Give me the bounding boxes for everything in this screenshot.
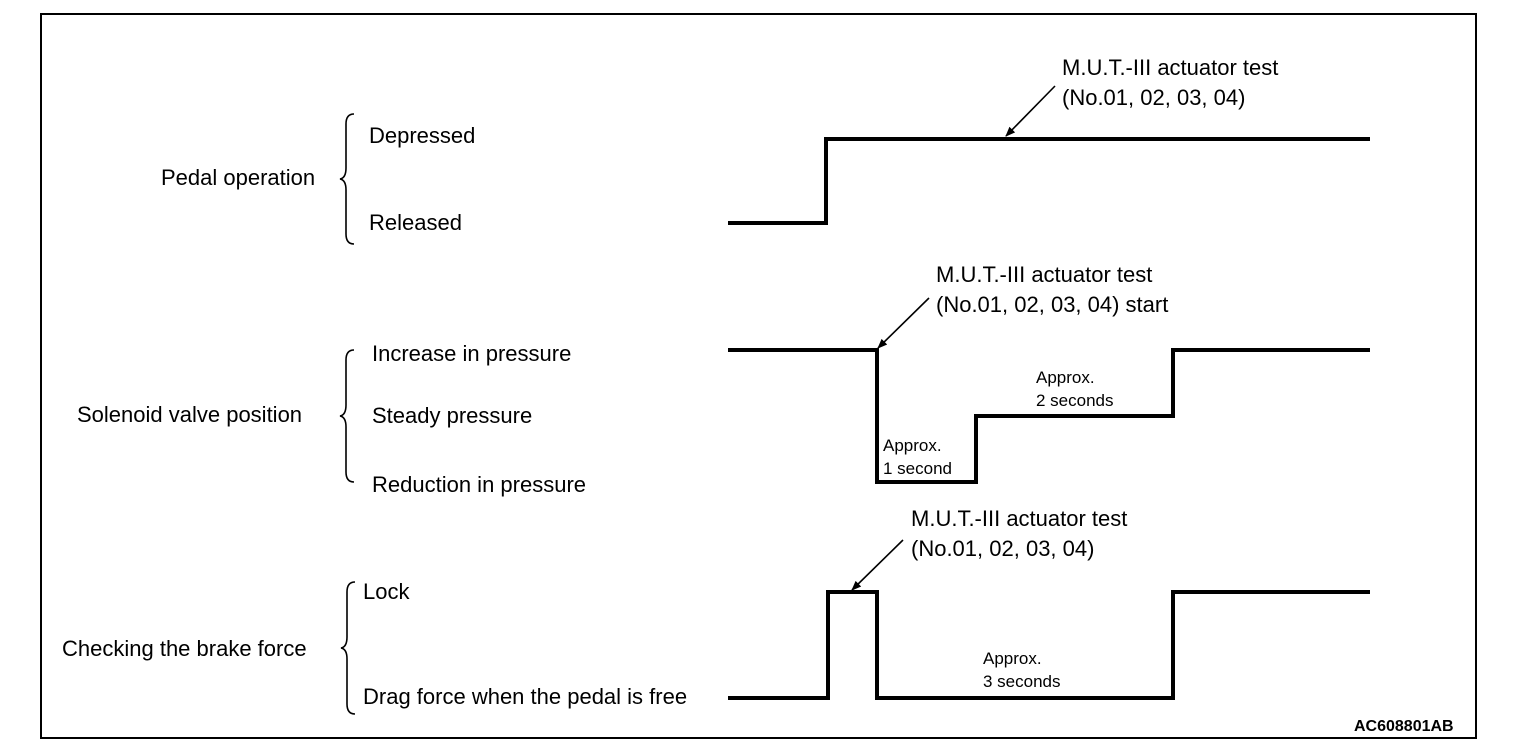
duration-value: 2 seconds — [1036, 391, 1114, 410]
state-depressed: Depressed — [369, 123, 476, 148]
state-reduction-in-pressure: Reduction in pressure — [372, 472, 587, 497]
state-increase-in-pressure: Increase in pressure — [372, 341, 572, 366]
state-steady-pressure: Steady pressure — [372, 403, 533, 428]
solenoid-waveform — [728, 348, 1370, 484]
brake-annotation-arrow — [851, 539, 904, 591]
pedal-operation-label: Pedal operation — [161, 165, 316, 190]
state-drag-force: Drag force when the pedal is free — [363, 684, 688, 709]
state-released: Released — [369, 210, 462, 235]
diagram-code: AC608801AB — [1354, 718, 1454, 735]
pedal-annotation-line1: M.U.T.-III actuator test — [1062, 55, 1279, 80]
pedal-annotation-arrow — [1005, 85, 1056, 137]
solenoid-brace — [339, 349, 355, 483]
solenoid-annotation-line2: (No.01, 02, 03, 04) start — [936, 292, 1169, 317]
pedal-annotation-line2: (No.01, 02, 03, 04) — [1062, 85, 1246, 110]
pedal-waveform — [728, 137, 1370, 225]
duration-approx: Approx. — [983, 649, 1042, 668]
duration-approx: Approx. — [1036, 368, 1095, 387]
solenoid-annotation-arrow — [877, 297, 930, 349]
brake-force-label: Checking the brake force — [62, 636, 307, 661]
brake-annotation-line2: (No.01, 02, 03, 04) — [911, 536, 1095, 561]
brake-annotation-line1: M.U.T.-III actuator test — [911, 506, 1128, 531]
diagram-frame — [40, 13, 1477, 739]
duration-value: 1 second — [883, 459, 952, 478]
solenoid-annotation-line1: M.U.T.-III actuator test — [936, 262, 1153, 287]
duration-value: 3 seconds — [983, 672, 1061, 691]
state-lock: Lock — [363, 579, 410, 604]
pedal-brace — [339, 113, 355, 245]
brake-duration-3s: Approx. 3 seconds — [983, 647, 1061, 693]
solenoid-duration-1s: Approx. 1 second — [883, 434, 952, 480]
brake-waveform — [728, 590, 1370, 700]
duration-approx: Approx. — [883, 436, 942, 455]
solenoid-valve-position-label: Solenoid valve position — [77, 402, 303, 427]
brake-brace — [340, 581, 356, 715]
solenoid-duration-2s: Approx. 2 seconds — [1036, 366, 1114, 412]
